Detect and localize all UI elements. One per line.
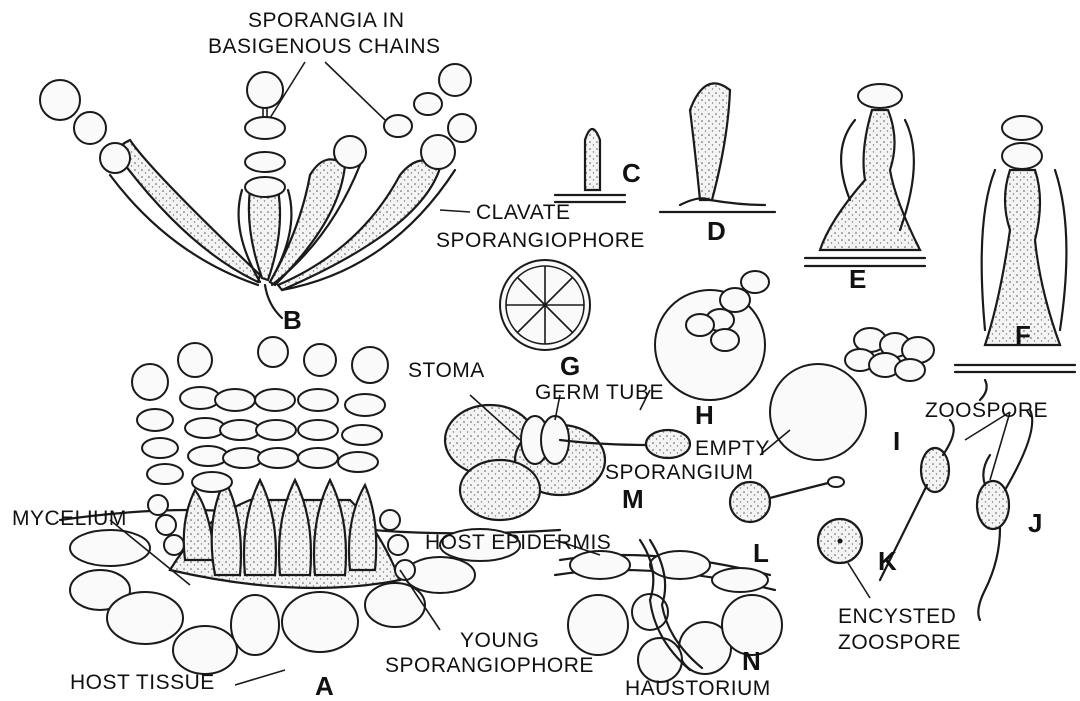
figure-e — [805, 84, 925, 266]
letter-i: I — [893, 428, 901, 454]
figure-f — [955, 116, 1075, 400]
letter-k: K — [878, 548, 897, 574]
figure-i — [770, 328, 934, 460]
label-sporangia-line2: BASIGENOUS CHAINS — [208, 36, 441, 57]
label-mycelium: MYCELIUM — [12, 508, 127, 529]
figure-h — [655, 271, 769, 400]
label-empty-line2: SPORANGIUM — [605, 462, 754, 483]
figure-b — [40, 62, 476, 318]
letter-j: J — [1028, 510, 1043, 536]
letter-f: F — [1015, 322, 1031, 348]
label-zoospore: ZOOSPORE — [925, 400, 1048, 421]
figure-k — [818, 519, 870, 598]
figure-j — [880, 410, 1032, 620]
label-young-line1: YOUNG — [460, 630, 540, 651]
letter-l: L — [753, 540, 769, 566]
label-stoma: STOMA — [408, 360, 485, 381]
letter-c: C — [622, 160, 641, 186]
label-host-tissue: HOST TISSUE — [70, 672, 215, 693]
letter-b: B — [283, 307, 302, 333]
figure-d — [660, 83, 775, 212]
label-haustorium: HAUSTORIUM — [625, 678, 771, 699]
label-empty-line1: EMPTY — [695, 438, 770, 459]
letter-n: N — [742, 648, 761, 674]
label-young-line2: SPORANGIOPHORE — [385, 655, 594, 676]
figure-m — [445, 395, 690, 520]
letter-d: D — [707, 218, 726, 244]
label-clavate-line1: CLAVATE — [476, 202, 571, 223]
letter-m: M — [622, 486, 644, 512]
letter-g: G — [560, 353, 581, 379]
figure-g — [500, 260, 590, 350]
letter-h: H — [695, 402, 714, 428]
label-encysted-line2: ZOOSPORE — [838, 632, 961, 653]
label-encysted-line1: ENCYSTED — [838, 606, 956, 627]
letter-e: E — [849, 266, 867, 292]
label-germ-tube: GERM TUBE — [535, 382, 664, 403]
label-clavate-line2: SPORANGIOPHORE — [436, 230, 645, 251]
label-host-epidermis: HOST EPIDERMIS — [425, 532, 611, 553]
figure-c — [555, 129, 625, 202]
label-sporangia-line1: SPORANGIA IN — [248, 10, 405, 31]
letter-a: A — [315, 673, 334, 699]
